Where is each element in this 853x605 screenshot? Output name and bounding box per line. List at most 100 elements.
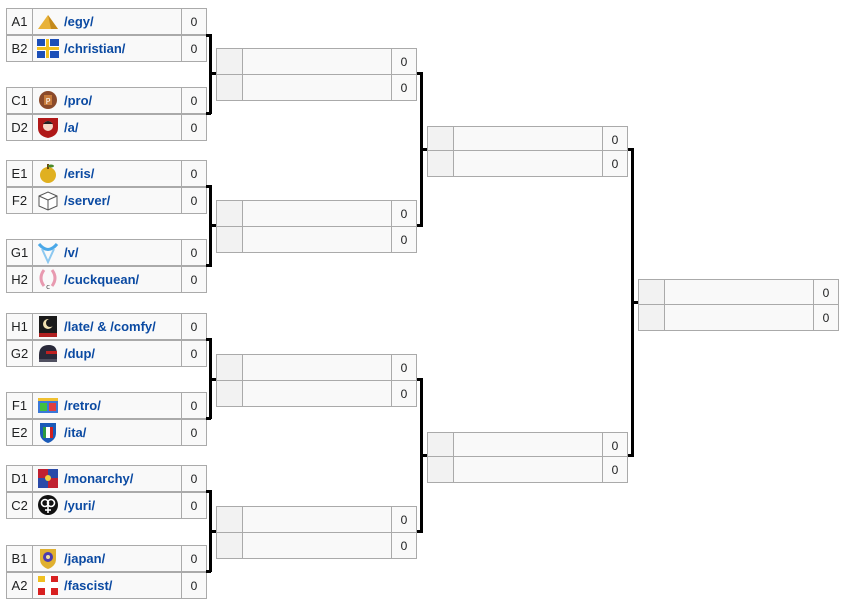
italy-shield-icon [40, 423, 56, 443]
team-cell[interactable]: /christian/ [33, 35, 182, 62]
seed-label: B1 [6, 545, 33, 572]
connector-line [417, 224, 422, 227]
connector-line [209, 224, 216, 227]
team-cell[interactable] [243, 48, 392, 75]
list-item: 0 [427, 432, 628, 459]
team-cell[interactable]: /eris/ [33, 160, 182, 187]
team-name[interactable]: /retro/ [64, 398, 101, 413]
team-cell[interactable]: /retro/ [33, 392, 182, 419]
team-cell[interactable] [454, 456, 603, 483]
team-cell[interactable] [243, 74, 392, 101]
score: 0 [392, 48, 417, 75]
team-name[interactable]: /cuckquean/ [64, 272, 140, 287]
team-cell[interactable]: /dup/ [33, 340, 182, 367]
pyramid-icon [38, 15, 58, 29]
seed-label: F2 [6, 187, 33, 214]
team-name[interactable]: /v/ [64, 245, 79, 260]
seed-label [216, 48, 243, 75]
seed-label: A2 [6, 572, 33, 599]
seed-label: G2 [6, 340, 33, 367]
team-cell[interactable] [665, 304, 814, 331]
seed-label [427, 432, 454, 459]
list-item: A2 /fascist/ 0 [6, 572, 207, 599]
seed-label [638, 279, 665, 306]
team-name[interactable]: /server/ [64, 193, 111, 208]
score: 0 [182, 392, 207, 419]
team-name[interactable]: /eris/ [64, 166, 95, 181]
team-cell[interactable]: /server/ [33, 187, 182, 214]
connector-line [417, 530, 422, 533]
team-name[interactable]: /egy/ [64, 14, 94, 29]
team-cell[interactable] [243, 532, 392, 559]
seed-label: D2 [6, 114, 33, 141]
score: 0 [182, 465, 207, 492]
list-item: 0 [427, 126, 628, 153]
connector-line [417, 72, 422, 75]
team-name[interactable]: /late/ & /comfy/ [64, 319, 156, 334]
team-cell[interactable]: /ita/ [33, 419, 182, 446]
team-cell[interactable]: P /pro/ [33, 87, 182, 114]
cross-flag-icon [37, 39, 59, 58]
team-cell[interactable]: /japan/ [33, 545, 182, 572]
score: 0 [603, 456, 628, 483]
team-cell[interactable] [243, 200, 392, 227]
connector-line [628, 148, 633, 151]
list-item: 0 [638, 304, 839, 331]
seed-label: B2 [6, 35, 33, 62]
team-cell[interactable] [243, 354, 392, 381]
team-cell[interactable] [665, 279, 814, 306]
list-item: 0 [427, 456, 628, 483]
team-cell[interactable]: /egy/ [33, 8, 182, 35]
team-cell[interactable] [243, 226, 392, 253]
team-name[interactable]: /japan/ [64, 551, 106, 566]
connector-line [206, 570, 211, 573]
connector-line [206, 185, 211, 188]
list-item: H1 /late/ & /comfy/ 0 [6, 313, 207, 340]
team-cell[interactable] [454, 126, 603, 153]
team-name[interactable]: /fascist/ [64, 578, 113, 593]
team-name[interactable]: /a/ [64, 120, 79, 135]
team-cell[interactable] [454, 150, 603, 177]
svg-text:c: c [46, 283, 50, 291]
score: 0 [603, 432, 628, 459]
score: 0 [392, 74, 417, 101]
team-cell[interactable]: /v/ [33, 239, 182, 266]
team-name[interactable]: /dup/ [64, 346, 96, 361]
team-name[interactable]: /pro/ [64, 93, 93, 108]
team-cell[interactable] [243, 506, 392, 533]
list-item: 0 [216, 380, 417, 407]
list-item: D2 /a/ 0 [6, 114, 207, 141]
seed-label [216, 380, 243, 407]
list-item: 0 [216, 506, 417, 533]
team-name[interactable]: /ita/ [64, 425, 87, 440]
score: 0 [182, 266, 207, 293]
score: 0 [814, 279, 839, 306]
team-cell[interactable]: /fascist/ [33, 572, 182, 599]
team-cell[interactable] [243, 380, 392, 407]
server-box-icon [38, 191, 58, 211]
team-name[interactable]: /monarchy/ [64, 471, 134, 486]
yuri-symbol-icon [38, 495, 58, 515]
seed-label [638, 304, 665, 331]
seed-label [216, 354, 243, 381]
list-item: 0 [216, 354, 417, 381]
seed-label [216, 200, 243, 227]
team-cell[interactable]: /yuri/ [33, 492, 182, 519]
team-name[interactable]: /yuri/ [64, 498, 96, 513]
seed-label: C2 [6, 492, 33, 519]
list-item: B1 /japan/ 0 [6, 545, 207, 572]
team-cell[interactable]: /a/ [33, 114, 182, 141]
connector-line [628, 454, 633, 457]
score: 0 [182, 35, 207, 62]
team-cell[interactable]: c /cuckquean/ [33, 266, 182, 293]
team-cell[interactable] [454, 432, 603, 459]
team-cell[interactable]: /late/ & /comfy/ [33, 313, 182, 340]
list-item: 0 [427, 150, 628, 177]
score: 0 [392, 380, 417, 407]
team-cell[interactable]: /monarchy/ [33, 465, 182, 492]
score: 0 [603, 126, 628, 153]
list-item: 0 [216, 532, 417, 559]
score: 0 [182, 187, 207, 214]
v-wave-icon [37, 242, 59, 264]
team-name[interactable]: /christian/ [64, 41, 126, 56]
